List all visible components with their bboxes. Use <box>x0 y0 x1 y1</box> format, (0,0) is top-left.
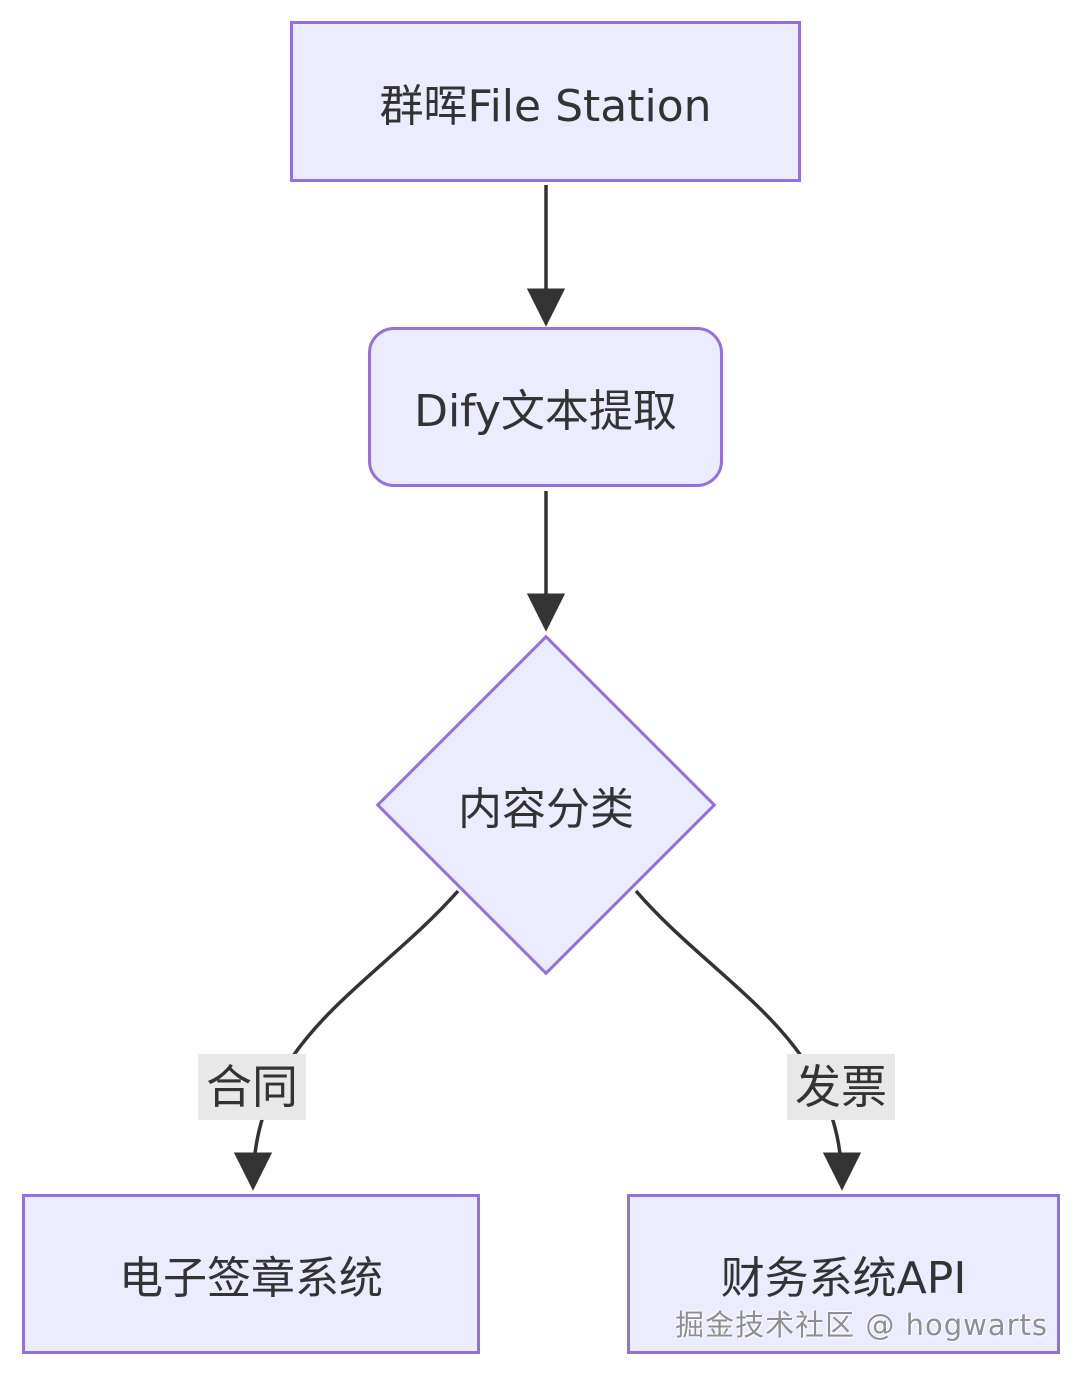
node-content-classify-label: 内容分类 <box>458 784 634 835</box>
node-finance-api-label: 财务系统API <box>720 1253 967 1304</box>
node-dify-extract-label: Dify文本提取 <box>414 386 677 437</box>
edge-label-invoice: 发票 <box>787 1053 895 1121</box>
node-file-station-label: 群晖File Station <box>379 80 712 132</box>
edge-label-invoice-text: 发票 <box>795 1059 887 1114</box>
edge-classify-to-esign <box>233 889 460 1191</box>
node-finance-api: 财务系统API <box>627 1194 1060 1354</box>
edge-label-contract: 合同 <box>198 1053 306 1121</box>
node-dify-extract: Dify文本提取 <box>368 327 723 487</box>
edge-label-contract-text: 合同 <box>206 1059 298 1114</box>
node-esign-system-label: 电子签章系统 <box>119 1253 383 1304</box>
node-file-station: 群晖File Station <box>290 21 801 182</box>
node-esign-system: 电子签章系统 <box>22 1194 480 1354</box>
node-content-classify: 内容分类 <box>374 633 718 977</box>
watermark: 掘金技术社区 @ hogwarts <box>675 1308 1048 1342</box>
edge-classify-to-finance <box>634 889 862 1191</box>
